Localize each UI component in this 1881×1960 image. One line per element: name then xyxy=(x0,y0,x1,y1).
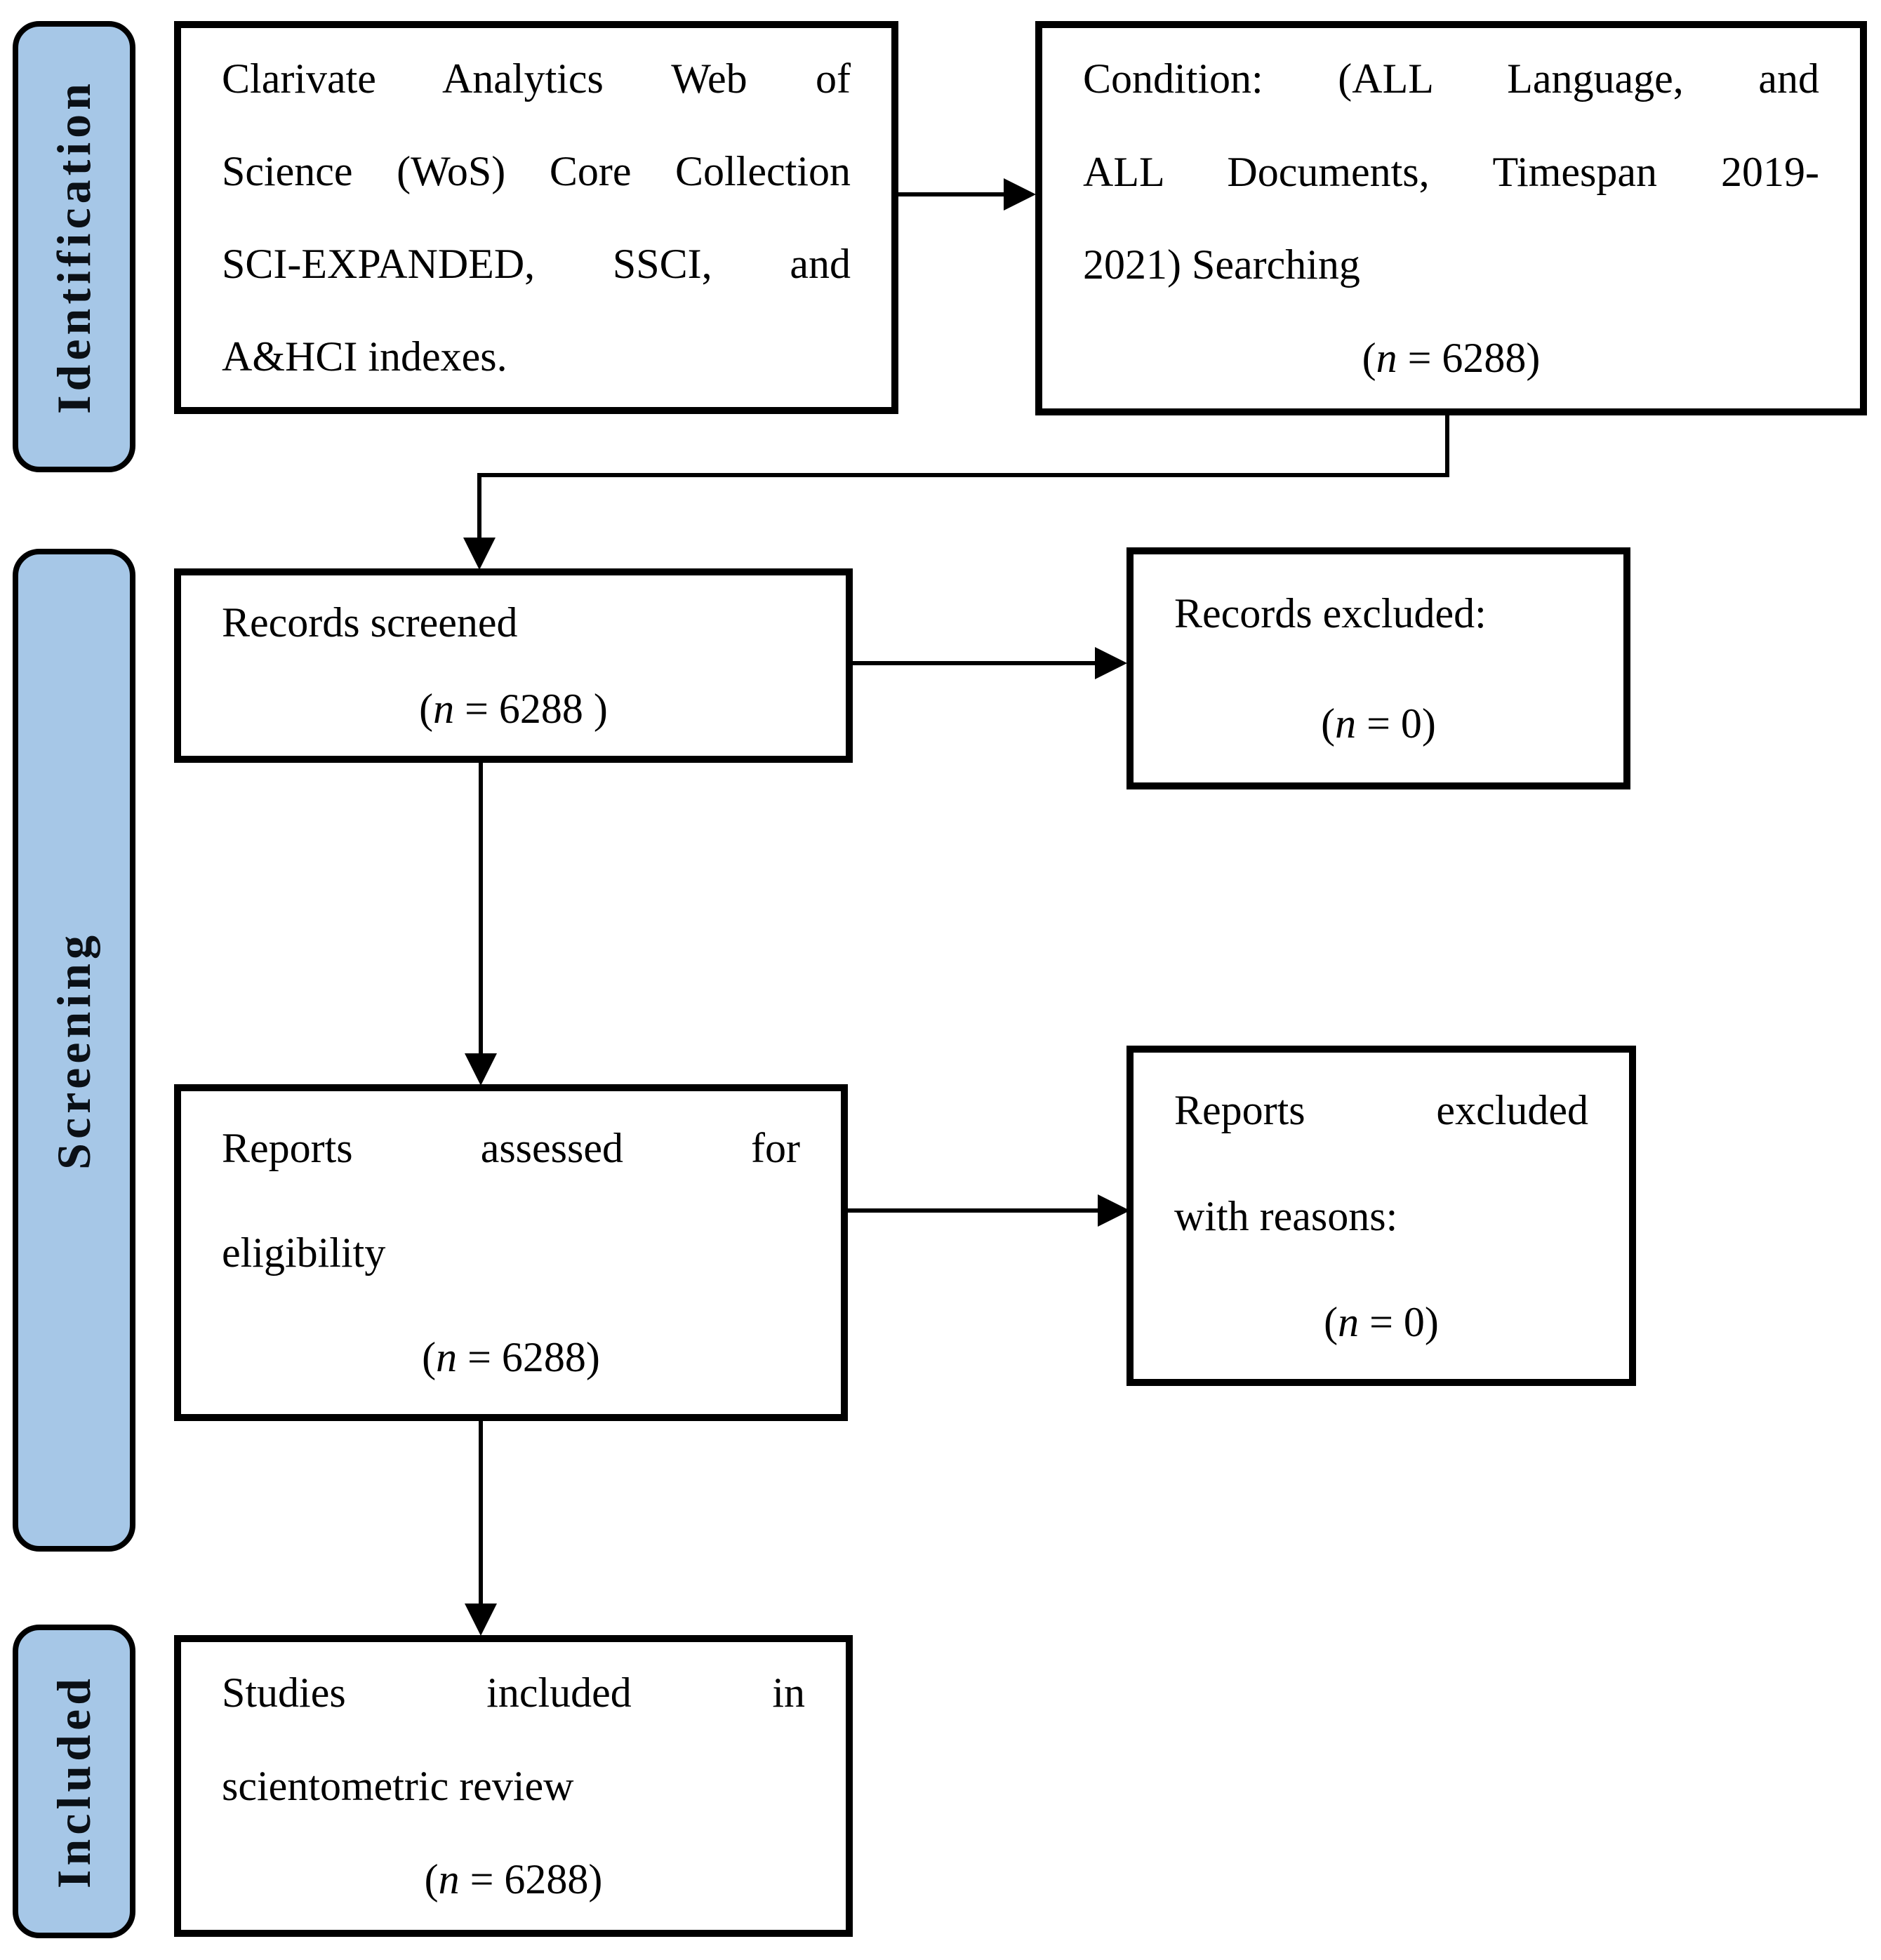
arrowhead-screened-to-excluded xyxy=(1095,647,1127,679)
arrowhead-source-to-condition xyxy=(1004,178,1036,211)
source-line-2: Science (WoS) Core Collection xyxy=(222,148,851,194)
assessed-count: (n = 6288) xyxy=(422,1334,600,1381)
assessed-line-1: Reports assessed for xyxy=(222,1124,800,1171)
source-line-4: A&HCI indexes. xyxy=(222,333,507,380)
condition-line-1: Condition: (ALL Language, and xyxy=(1083,55,1819,102)
arrow-line-screened-to-assessed xyxy=(479,761,483,1056)
records-excluded-count: (n = 0) xyxy=(1321,700,1436,747)
box-records-excluded: Records excluded: (n = 0) xyxy=(1126,547,1630,789)
box-reports-excluded: Reports excluded with reasons: (n = 0) xyxy=(1126,1046,1636,1386)
arrowhead-condition-to-screened xyxy=(463,538,496,570)
stage-bar-identification: Identification xyxy=(13,21,135,472)
elbow-line-condition-across xyxy=(477,473,1449,477)
source-line-3: SCI-EXPANDED, SSCI, and xyxy=(222,241,851,287)
stage-bar-screening: Screening xyxy=(13,549,135,1552)
screened-count: (n = 6288 ) xyxy=(419,685,608,732)
arrowhead-screened-to-assessed xyxy=(465,1053,497,1086)
arrow-line-assessed-to-excluded xyxy=(846,1208,1100,1213)
n-symbol: n xyxy=(1338,1298,1360,1345)
box-reports-assessed: Reports assessed for eligibility (n = 62… xyxy=(174,1084,848,1421)
reports-excluded-line-1: Reports excluded xyxy=(1174,1086,1588,1133)
records-excluded-line: Records excluded: xyxy=(1174,590,1487,637)
box-studies-included: Studies included in scientometric review… xyxy=(174,1635,853,1937)
source-line-1: Clarivate Analytics Web of xyxy=(222,55,851,102)
n-symbol: n xyxy=(1335,700,1357,747)
condition-line-2: ALL Documents, Timespan 2019- xyxy=(1083,148,1819,195)
arrowhead-assessed-to-excluded xyxy=(1098,1194,1130,1227)
arrowhead-assessed-to-included xyxy=(465,1604,497,1636)
stage-label-screening: Screening xyxy=(47,931,100,1170)
screened-line: Records screened xyxy=(222,599,518,646)
n-symbol: n xyxy=(436,1334,458,1381)
arrow-line-source-to-condition xyxy=(898,192,1007,196)
n-symbol: n xyxy=(433,685,455,732)
condition-count: (n = 6288) xyxy=(1362,334,1541,381)
box-search-condition: Condition: (ALL Language, and ALL Docume… xyxy=(1035,21,1867,415)
n-symbol: n xyxy=(1376,334,1397,381)
included-count: (n = 6288) xyxy=(424,1855,603,1902)
stage-bar-included: Included xyxy=(13,1625,135,1938)
n-symbol: n xyxy=(438,1855,460,1902)
elbow-line-condition-descend xyxy=(477,473,481,540)
reports-excluded-count: (n = 0) xyxy=(1324,1298,1439,1345)
stage-label-included: Included xyxy=(47,1674,100,1888)
assessed-line-2: eligibility xyxy=(222,1229,386,1276)
arrow-line-assessed-to-included xyxy=(479,1420,483,1606)
condition-line-3: 2021) Searching xyxy=(1083,241,1360,288)
elbow-line-condition-down xyxy=(1445,414,1449,476)
box-wos-source: Clarivate Analytics Web of Science (WoS)… xyxy=(174,21,898,414)
stage-label-identification: Identification xyxy=(47,79,100,414)
arrow-line-screened-to-excluded xyxy=(851,661,1098,665)
included-line-1: Studies included in xyxy=(222,1669,805,1716)
box-records-screened: Records screened (n = 6288 ) xyxy=(174,568,853,763)
included-line-2: scientometric review xyxy=(222,1762,574,1809)
reports-excluded-line-2: with reasons: xyxy=(1174,1192,1398,1239)
